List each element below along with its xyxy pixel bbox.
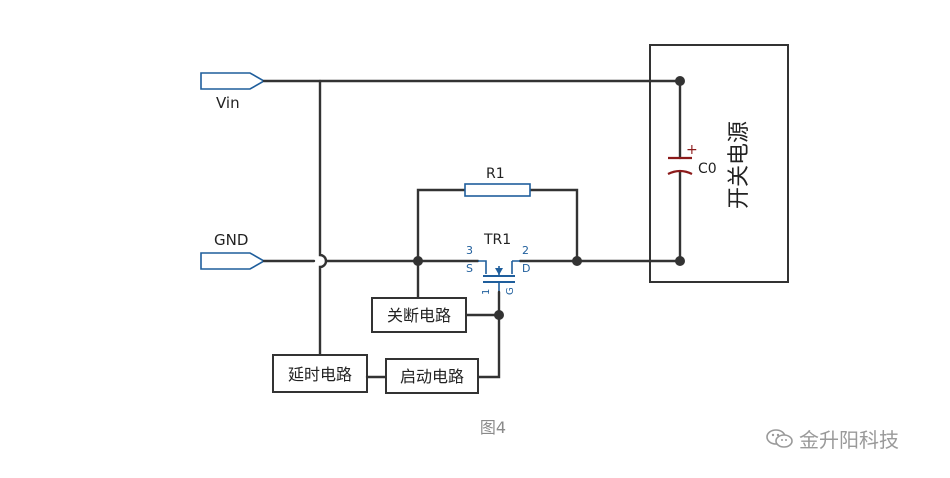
watermark: 金升阳科技 <box>765 424 899 453</box>
switching-supply-block <box>649 44 789 283</box>
delay-circuit-block <box>272 354 368 393</box>
gnd-terminal <box>200 252 266 270</box>
startup-circuit-block <box>385 358 479 394</box>
shutdown-circuit-label: 关断电路 <box>387 306 451 325</box>
c0-plate-bottom <box>667 169 693 175</box>
r1-label: R1 <box>486 166 505 182</box>
delay-circuit-label: 延时电路 <box>288 365 352 384</box>
delay-feed-wire <box>318 79 328 357</box>
junction-dot <box>494 310 504 320</box>
pin1-label: 1 <box>481 289 492 295</box>
wechat-icon <box>766 428 793 448</box>
shutdown-circuit-block <box>371 297 467 333</box>
vin-terminal <box>200 72 266 90</box>
gnd-label: GND <box>214 231 248 249</box>
switching-supply-label: 开关电源 <box>727 121 752 209</box>
watermark-text: 金升阳科技 <box>799 428 899 452</box>
c0-plus: + <box>686 142 698 158</box>
figure-caption: 图4 <box>479 418 507 437</box>
junction-dot <box>675 256 685 266</box>
gate-wire <box>476 290 501 379</box>
pin2-label: 2 <box>522 244 529 257</box>
pin-s-label: S <box>466 262 473 275</box>
r1-wire-left <box>416 188 467 263</box>
c0-label: C0 <box>698 161 717 177</box>
r1-resistor <box>464 183 531 197</box>
vin-label: Vin <box>216 94 240 112</box>
tr1-label: TR1 <box>483 232 511 248</box>
pin3-label: 3 <box>466 244 473 257</box>
pin-g-label: G <box>505 287 516 295</box>
startup-circuit-label: 启动电路 <box>400 367 464 386</box>
mosfet-symbol <box>478 260 520 292</box>
pin-d-label: D <box>522 262 530 275</box>
r1-wire-right <box>528 188 579 263</box>
